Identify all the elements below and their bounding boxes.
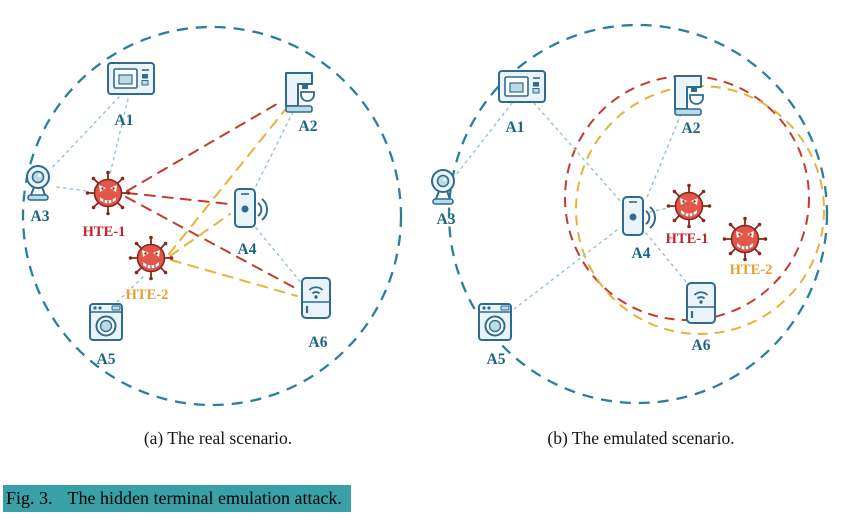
smart-phone-speaker-icon — [234, 188, 269, 228]
link-a1-a4 — [533, 102, 623, 204]
attack-link-hte2-a6 — [170, 259, 298, 297]
node-label-hte2: HTE-2 — [126, 287, 169, 303]
caption-tag: Fig. 3. — [6, 488, 53, 508]
node-label-a2: A2 — [682, 120, 701, 137]
node-label-a1: A1 — [506, 119, 525, 136]
washing-machine-icon — [478, 303, 512, 341]
caption-highlight: Fig. 3. The hidden terminal emulation att… — [3, 485, 351, 512]
node-label-a2: A2 — [299, 118, 318, 135]
washing-machine-icon — [89, 303, 123, 341]
hidden-terminal-diagram: A1 A2 A3 HTE-1 A4 HTE-2 A5 A6 (a) The re… — [21, 23, 829, 448]
link-a2-a4 — [645, 113, 682, 201]
figure-caption: Fig. 3. The hidden terminal emulation att… — [3, 485, 351, 512]
node-label-a4: A4 — [238, 241, 257, 258]
link-a2-a4 — [252, 111, 294, 193]
webcam-icon — [431, 169, 455, 205]
attack-link-hte1-a2 — [126, 100, 283, 192]
device-links-b — [455, 102, 693, 314]
attack-link-hte1-a4 — [126, 192, 230, 205]
node-label-a5: A5 — [97, 351, 116, 368]
node-label-hte1: HTE-1 — [666, 231, 709, 247]
node-label-a3: A3 — [437, 211, 456, 228]
virus-icon — [665, 182, 713, 230]
link-a4-hte1 — [649, 207, 669, 213]
link-a5-a4 — [508, 229, 618, 314]
webcam-icon — [26, 165, 50, 201]
attack-links-hte2 — [168, 109, 298, 297]
link-a1-a3 — [49, 96, 120, 171]
panel-b: A1 A2 A3 A4 HTE-1 HTE-2 A5 A6 (b) The em… — [431, 23, 829, 448]
network-range-circle-a — [21, 25, 403, 407]
link-a4-a6 — [255, 227, 304, 286]
virus-icon — [127, 234, 175, 282]
virus-icon — [84, 169, 132, 217]
node-label-a3: A3 — [31, 208, 50, 225]
network-range-circle-b — [447, 23, 829, 405]
coffee-maker-icon — [285, 72, 315, 113]
node-label-hte2: HTE-2 — [730, 262, 773, 278]
smart-fridge-icon — [685, 281, 717, 325]
node-label-hte1: HTE-1 — [83, 224, 126, 240]
attack-links-hte1 — [125, 100, 298, 290]
microwave-icon — [107, 62, 155, 95]
attack-link-hte2-a4 — [169, 213, 231, 257]
coffee-maker-icon — [674, 75, 704, 116]
link-a1-hte1 — [109, 98, 129, 175]
node-label-a5: A5 — [487, 351, 506, 368]
node-label-a4: A4 — [632, 245, 651, 262]
attack-link-hte1-a6 — [125, 196, 298, 290]
microwave-icon — [498, 70, 546, 103]
link-a1-a3 — [455, 102, 513, 176]
device-links-a — [49, 96, 304, 306]
link-a4-a6 — [645, 232, 693, 290]
subcaption-a: (a) The real scenario. — [144, 428, 292, 448]
link-a3-hte1 — [56, 186, 88, 192]
node-label-a6: A6 — [692, 337, 711, 354]
smart-phone-speaker-icon — [622, 196, 657, 236]
panel-a: A1 A2 A3 HTE-1 A4 HTE-2 A5 A6 (a) The re… — [21, 25, 403, 448]
attack-link-hte2-a2 — [168, 109, 286, 255]
node-label-a1: A1 — [115, 112, 134, 129]
caption-text: The hidden terminal emulation attack. — [67, 488, 342, 508]
subcaption-b: (b) The emulated scenario. — [547, 428, 734, 448]
link-hte2-a5 — [113, 276, 144, 306]
smart-fridge-icon — [300, 276, 332, 320]
node-label-a6: A6 — [309, 334, 328, 351]
virus-icon — [721, 215, 769, 263]
